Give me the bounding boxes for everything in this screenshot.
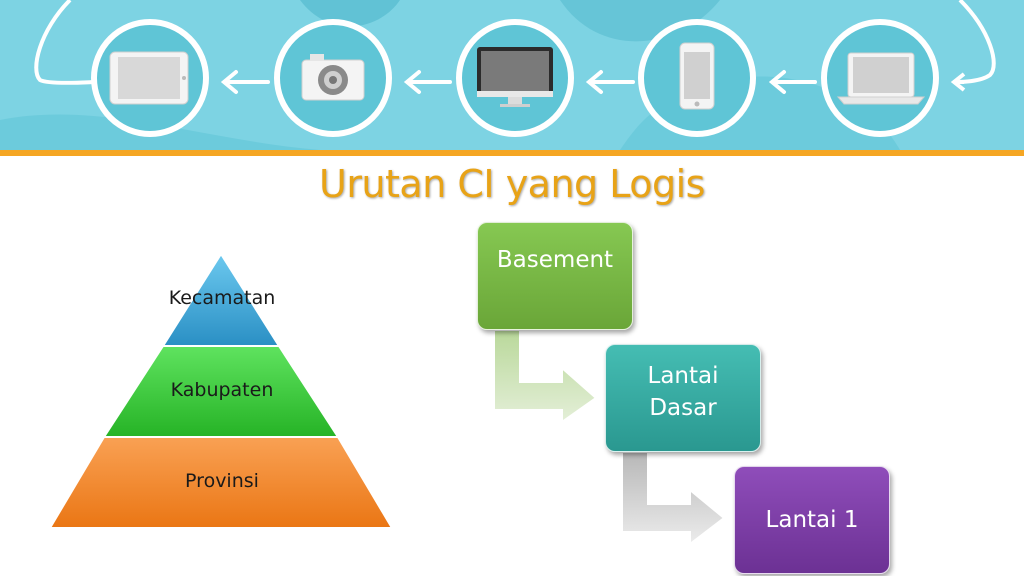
pyramid-label-kabupaten: Kabupaten bbox=[170, 379, 274, 401]
step-lantai-dasar-label: Lantai Dasar bbox=[647, 362, 719, 421]
laptop-icon bbox=[836, 52, 926, 105]
step-lantai-1-label: Lantai 1 bbox=[765, 506, 859, 533]
step-arrow-2 bbox=[621, 451, 726, 547]
step-lantai-dasar: Lantai Dasar bbox=[605, 344, 761, 452]
header-banner bbox=[0, 0, 1024, 150]
banner-graphic bbox=[0, 0, 996, 150]
smartphone-icon bbox=[679, 42, 715, 110]
step-basement-label: Basement bbox=[496, 246, 614, 273]
page-title: Urutan CI yang Logis bbox=[319, 162, 705, 206]
banner-border bbox=[0, 150, 1024, 156]
pyramid-level-bottom bbox=[48, 436, 394, 529]
camera-icon bbox=[301, 54, 365, 101]
desktop-monitor-icon bbox=[477, 47, 553, 107]
tablet-icon bbox=[109, 51, 189, 105]
pyramid-label-kecamatan: Kecamatan bbox=[168, 287, 276, 309]
pyramid-diagram bbox=[48, 252, 394, 529]
step-lantai-1: Lantai 1 bbox=[734, 466, 890, 574]
pyramid-label-provinsi: Provinsi bbox=[185, 470, 259, 492]
step-arrow-1 bbox=[493, 329, 598, 424]
step-basement: Basement bbox=[477, 222, 633, 330]
